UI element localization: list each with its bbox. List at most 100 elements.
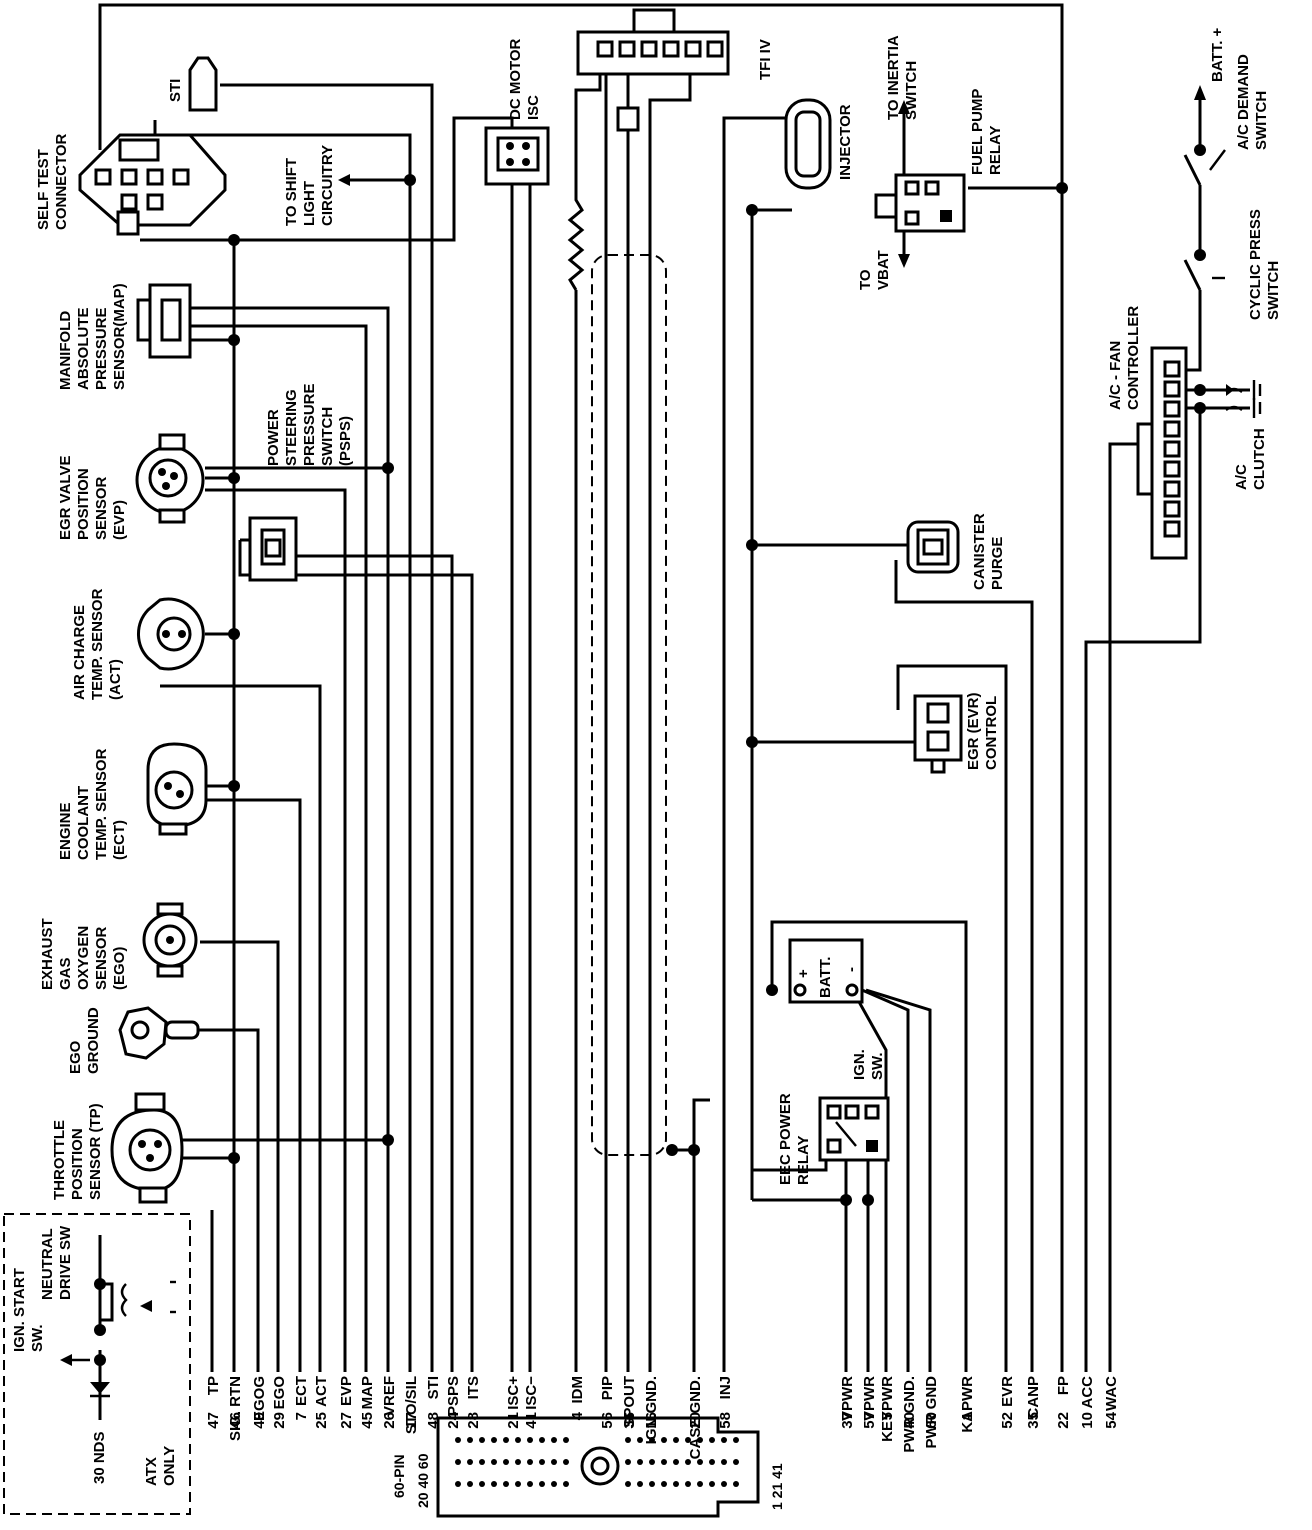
shift-light-label-1: TO SHIFT: [283, 158, 300, 226]
junction-dot: [228, 334, 240, 346]
pin-name-label: VPWR: [861, 1376, 878, 1421]
svg-text:EEC POWERRELAY: EEC POWERRELAY: [777, 1093, 812, 1185]
connector-pin-hole: [539, 1481, 545, 1487]
tfi-module: [576, 8, 730, 76]
pin-name-label: ECT: [293, 1376, 310, 1406]
svg-text:NEUTRALDRIVE SW: NEUTRALDRIVE SW: [39, 1225, 74, 1300]
pin-number-label: 60: [923, 1412, 940, 1429]
pin-number-label: 28: [465, 1412, 482, 1429]
pin-number-label: 56: [599, 1412, 616, 1429]
junction-dot: [94, 1324, 106, 1336]
connector-pin-hole: [467, 1459, 473, 1465]
pin-name-label: PWR GND.: [901, 1376, 918, 1453]
pin-name-label: EGOG: [251, 1376, 268, 1421]
svg-text:POWERSTEERINGPRESSURESWITCH(PS: POWERSTEERINGPRESSURESWITCH(PSPS): [265, 383, 354, 466]
psps-label-2: STEERING: [283, 389, 300, 466]
connector-pin-hole: [625, 1437, 631, 1443]
connector-pin-hole: [697, 1437, 703, 1443]
fuel-pump-label-2: RELAY: [987, 126, 1004, 175]
psps-label-5: (PSPS): [337, 416, 354, 466]
junction-dot: [862, 1194, 874, 1206]
connector-pin-hole: [503, 1437, 509, 1443]
svg-text:EGOGROUND: EGOGROUND: [67, 1007, 102, 1074]
pin-name-label: ISC+: [505, 1376, 522, 1410]
ac-demand-label-2: SWITCH: [1253, 91, 1270, 150]
tps-label-1: THROTTLE: [51, 1120, 68, 1200]
evp-label-4: (EVP): [111, 500, 128, 540]
to-vbat-label-2: VBAT: [875, 250, 892, 290]
pin-name-label: VPWR: [839, 1376, 856, 1421]
connector-pin-hole: [515, 1459, 521, 1465]
junction-dot: [746, 539, 758, 551]
pin-number-label: 49: [251, 1412, 268, 1429]
ecu-60pin-connector: [436, 1416, 760, 1518]
ego-label-1: EXHAUST: [39, 918, 56, 990]
ign-sw-label-2: SW.: [869, 1052, 886, 1080]
junction-dot: [666, 1144, 678, 1156]
pin-name-label: ISC−: [523, 1376, 540, 1410]
connector-pin-hole: [709, 1481, 715, 1487]
junction-dot: [228, 628, 240, 640]
ac-fan-controller: [1136, 346, 1188, 560]
pin-number-label: 45: [359, 1412, 376, 1429]
dc-motor-label-1: DC MOTOR: [507, 38, 524, 120]
connector-pin-hole: [637, 1437, 643, 1443]
pin-number-label: 5: [879, 1412, 896, 1420]
svg-text:TO INERTIASWITCH: TO INERTIASWITCH: [885, 35, 920, 120]
eec-power-relay: [818, 1096, 890, 1162]
dc-motor-label-2: ISC: [525, 95, 542, 120]
connector-pin-hole: [709, 1459, 715, 1465]
junction-dot: [382, 462, 394, 474]
pin-number-label: 16: [643, 1412, 660, 1429]
junction-dot: [1056, 182, 1068, 194]
connector-pin-hole: [551, 1459, 557, 1465]
connector-pin-hole: [551, 1481, 557, 1487]
connector-pin-hole: [685, 1459, 691, 1465]
ego-label-5: (EGO): [111, 947, 128, 990]
psps-label-4: SWITCH: [319, 407, 336, 466]
inertia-label-1: TO INERTIA: [885, 35, 902, 120]
connector-pin-hole: [455, 1481, 461, 1487]
svg-text:TO SHIFTLIGHTCIRCUITRY: TO SHIFTLIGHTCIRCUITRY: [283, 145, 336, 226]
connector-pin-hole: [685, 1437, 691, 1443]
pin-number-label: 47: [205, 1412, 222, 1429]
cyclic-label-1: CYCLIC PRESS: [1247, 209, 1264, 320]
svg-text:CANISTERPURGE: CANISTERPURGE: [971, 513, 1006, 590]
ego-label-4: SENSOR: [93, 926, 110, 990]
connector-pin-hole: [539, 1437, 545, 1443]
canister-purge: [906, 520, 960, 574]
connector-pin-hole: [733, 1437, 739, 1443]
inertia-label-2: SWITCH: [903, 61, 920, 120]
junction-dot: [228, 780, 240, 792]
connector-pin-hole: [721, 1437, 727, 1443]
connector-pin-hole: [733, 1481, 739, 1487]
sti-label: STI: [167, 79, 184, 102]
connector-pin-hole: [539, 1459, 545, 1465]
connector-pin-hole: [637, 1481, 643, 1487]
ign-sw-label-1: IGN.: [851, 1049, 868, 1080]
svg-text:EGR (EVR)CONTROL: EGR (EVR)CONTROL: [965, 692, 1000, 770]
connector-pin-hole: [455, 1437, 461, 1443]
svg-text:TOVBAT: TOVBAT: [857, 250, 892, 290]
to-vbat-label-1: TO: [857, 269, 874, 290]
pin-number-label: 1: [959, 1412, 976, 1420]
pin-number-label: 58: [717, 1412, 734, 1429]
connector-pin-hole: [685, 1481, 691, 1487]
connector-pin-hole: [551, 1437, 557, 1443]
ego-ground: [118, 1006, 200, 1060]
act-label-3: (ACT): [107, 659, 124, 700]
batt-label: BATT.: [817, 957, 834, 998]
pin-name-label: KAPWR: [959, 1376, 976, 1433]
junction-dot: [94, 1278, 106, 1290]
junction-dot: [1194, 249, 1206, 261]
ego-label-3: OXYGEN: [75, 926, 92, 990]
pin-number-label: 21: [505, 1412, 522, 1429]
self-test-connector: [78, 133, 227, 236]
ign-start-label-1: IGN. START: [11, 1268, 28, 1352]
act-sensor: [137, 597, 205, 671]
ac-demand-label-1: A/C DEMAND: [1235, 54, 1252, 150]
pins-left-label: 20 40 60: [415, 1453, 431, 1508]
connector-pin-hole: [637, 1459, 643, 1465]
connector-pin-hole: [673, 1459, 679, 1465]
